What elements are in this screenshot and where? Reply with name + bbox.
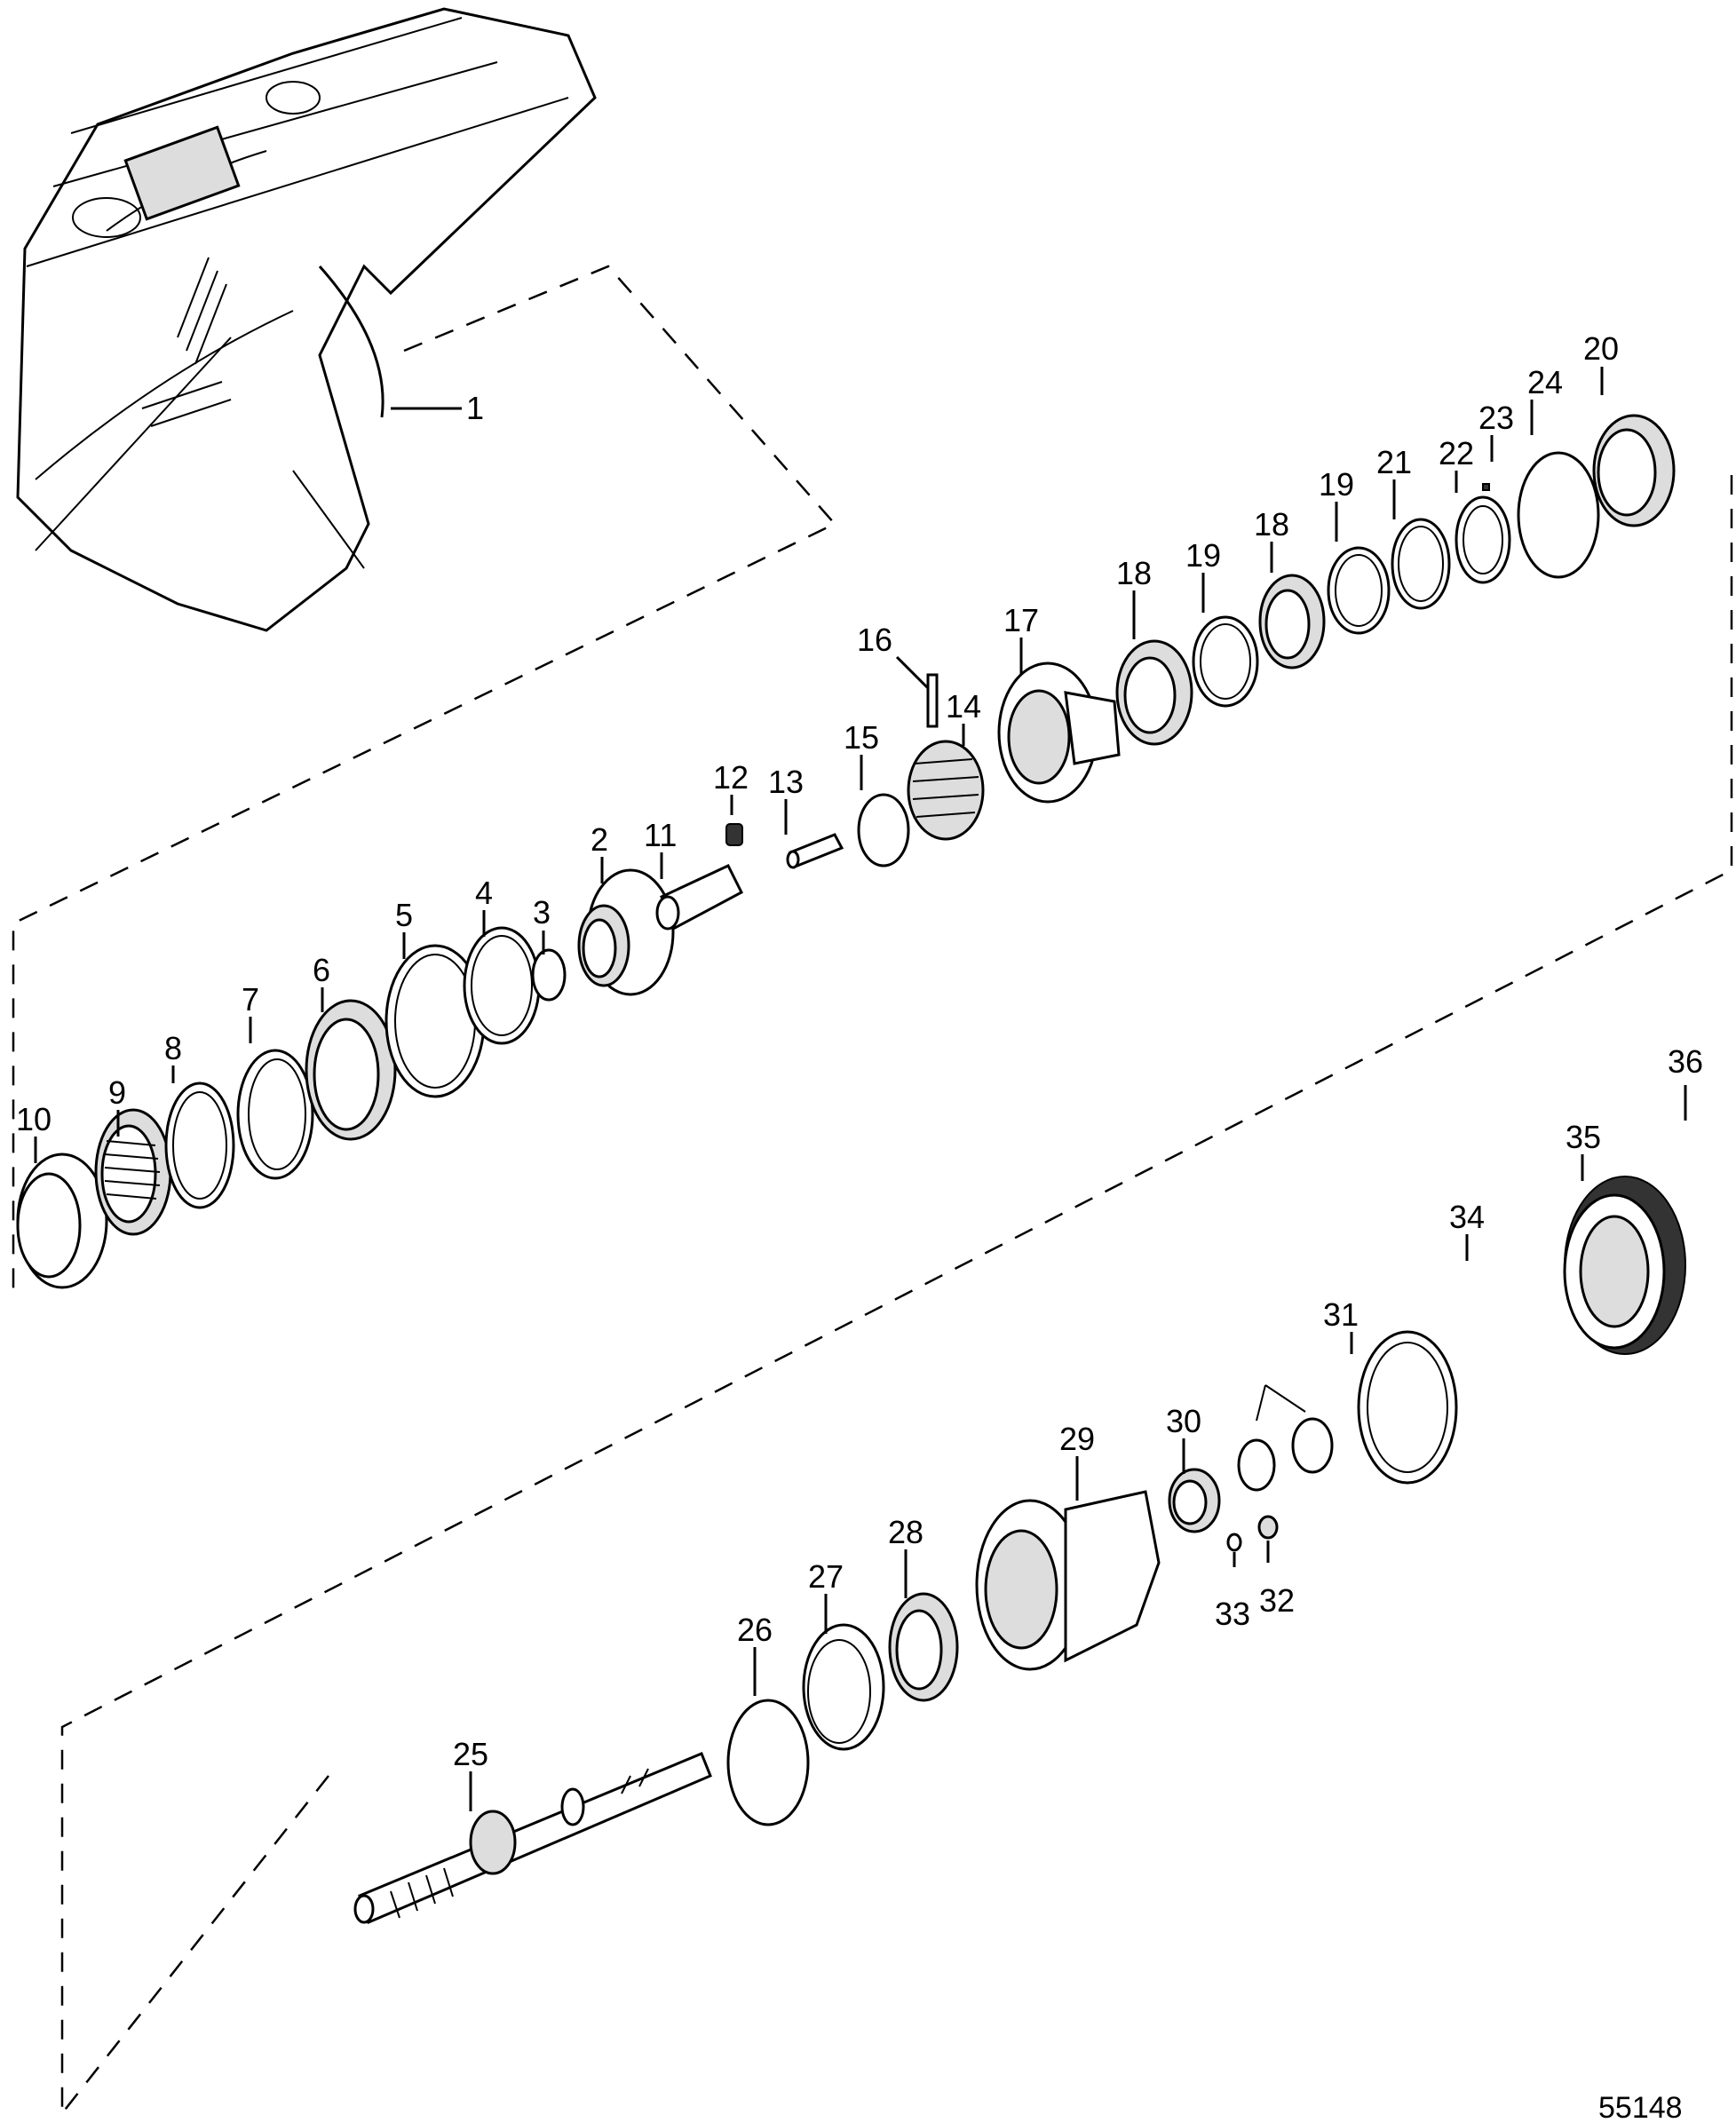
callout-labels: 1 2 3 4 5 6 7 8 9 10 11 12 13 14 15 16 1…	[16, 330, 1703, 1772]
callout-35: 35	[1566, 1119, 1601, 1155]
callout-14: 14	[946, 688, 981, 725]
callout-34: 34	[1449, 1199, 1485, 1235]
part-washers-32-33	[1226, 1384, 1334, 1552]
callout-20: 20	[1583, 330, 1619, 367]
callout-9: 9	[108, 1074, 126, 1111]
part-retainer-20	[1592, 414, 1676, 527]
part-ring-21	[1391, 518, 1451, 610]
callout-4: 4	[475, 875, 493, 911]
callout-30: 30	[1166, 1403, 1201, 1439]
part-ring-7	[236, 1049, 314, 1180]
callout-13: 13	[768, 764, 804, 800]
part-seal-28	[888, 1592, 959, 1702]
figure-id: 55148	[1598, 2091, 1683, 2123]
part-bearing-cup-6	[305, 999, 397, 1141]
callout-36: 36	[1668, 1043, 1703, 1080]
part-bearing-18b	[1258, 574, 1326, 669]
part-shim-5	[384, 944, 486, 1098]
callout-32: 32	[1259, 1582, 1295, 1619]
part-lockring-31	[1357, 1330, 1458, 1485]
part-gear-17	[997, 661, 1121, 804]
callout-23: 23	[1478, 400, 1514, 436]
callout-16: 16	[857, 622, 892, 658]
callout-8: 8	[164, 1030, 182, 1066]
callout-7: 7	[242, 981, 259, 1018]
part-race-19a	[1192, 615, 1259, 708]
part-ring-10	[16, 1153, 108, 1289]
gear-housing	[16, 7, 597, 632]
callout-26: 26	[737, 1612, 773, 1648]
part-nut-22	[1455, 495, 1511, 584]
part-sleeve-27	[802, 1623, 885, 1751]
callout-19a: 19	[1185, 537, 1221, 574]
callout-25: 25	[453, 1736, 488, 1772]
part-cam-12	[725, 823, 743, 846]
callout-31: 31	[1323, 1296, 1359, 1333]
part-tab-23	[1482, 483, 1490, 491]
part-bearing-carrier-29	[975, 1490, 1161, 1671]
leader-lines	[34, 367, 1687, 1811]
callout-15: 15	[844, 719, 879, 756]
callout-1: 1	[466, 390, 484, 426]
part-washer-8	[164, 1081, 235, 1209]
callout-29: 29	[1059, 1421, 1095, 1457]
callout-11: 11	[644, 817, 677, 853]
part-bearing-18a	[1115, 639, 1193, 746]
callout-18a: 18	[1116, 555, 1152, 591]
callout-24: 24	[1527, 364, 1563, 400]
callout-10: 10	[16, 1101, 52, 1137]
part-o-ring-24	[1517, 451, 1600, 579]
part-race-19b	[1327, 546, 1391, 635]
part-ring-15	[857, 793, 910, 867]
callout-19b: 19	[1319, 466, 1354, 503]
assembly-outline-dashed	[12, 265, 1733, 2118]
callout-28: 28	[888, 1514, 923, 1550]
part-pin-16	[926, 673, 939, 728]
part-bearing-9	[94, 1108, 172, 1236]
part-ring-4	[463, 926, 541, 1045]
callout-2: 2	[591, 821, 608, 858]
callout-33: 33	[1215, 1596, 1250, 1632]
callout-27: 27	[808, 1558, 844, 1595]
callout-21: 21	[1376, 444, 1412, 480]
part-sleeve-11	[655, 864, 743, 931]
callout-22: 22	[1439, 435, 1474, 471]
part-retainer-35	[1563, 1176, 1686, 1355]
callout-3: 3	[533, 894, 551, 931]
callout-18b: 18	[1254, 506, 1289, 543]
callout-17: 17	[1003, 602, 1039, 638]
part-snap-ring-3	[531, 948, 567, 1002]
part-propeller-shaft-25	[353, 1752, 712, 1925]
callout-5: 5	[395, 897, 413, 933]
callout-12: 12	[713, 759, 749, 796]
part-pin-13	[786, 833, 844, 869]
part-bearing-30	[1168, 1468, 1221, 1533]
part-o-ring-26	[726, 1699, 810, 1826]
part-gear-2	[577, 868, 675, 996]
callout-6: 6	[313, 952, 330, 988]
part-clutch-14	[907, 740, 985, 841]
